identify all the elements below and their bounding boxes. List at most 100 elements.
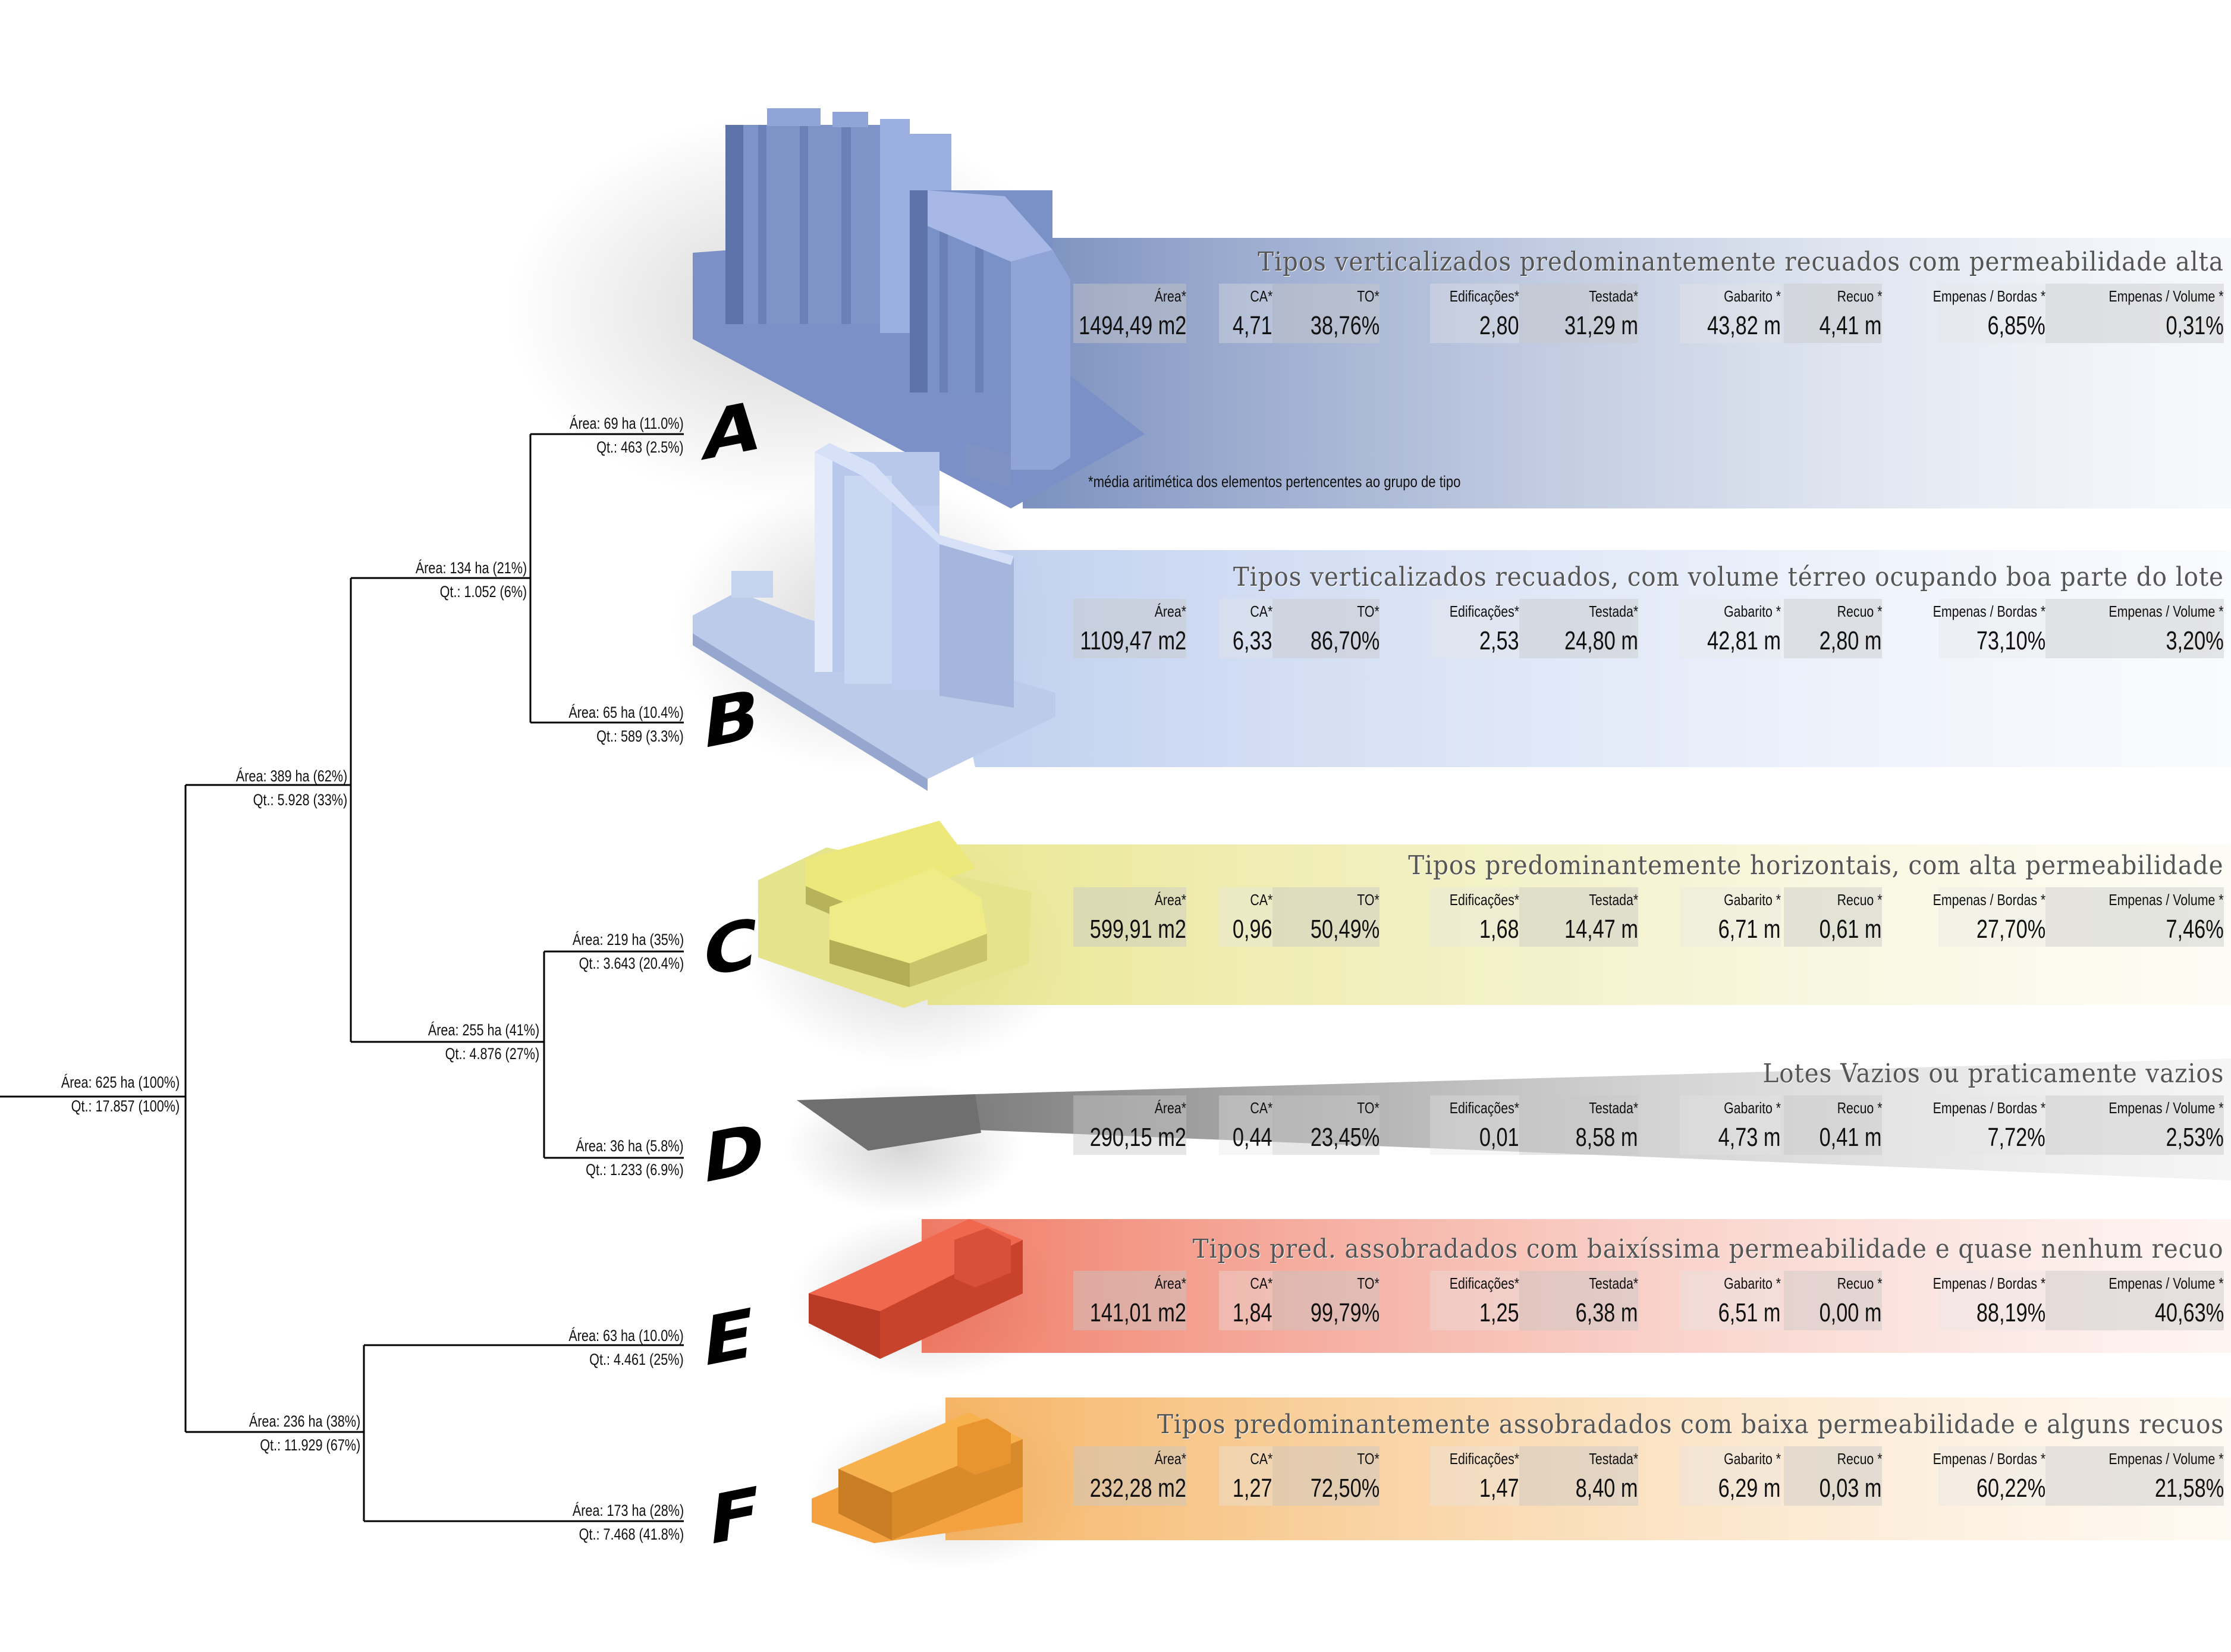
stat-label-f: Edificações* <box>1449 1450 1519 1468</box>
stat-cell-c <box>1938 887 2045 947</box>
type-title-b: Tipos verticalizados recuados, com volum… <box>1233 562 2224 592</box>
stat-cell-f <box>1219 1446 1272 1506</box>
node-c-area: Área: 219 ha (35%) <box>572 931 684 949</box>
stat-value-c: 27,70% <box>1976 915 2045 944</box>
stat-cell-d <box>1219 1095 1272 1155</box>
stat-label-a: Edificações* <box>1449 287 1519 305</box>
stat-cell-a <box>1938 284 2045 343</box>
stat-value-f: 0,03 m <box>1820 1474 1882 1503</box>
stat-cell-a <box>1219 284 1272 343</box>
stat-cell-e <box>2045 1271 2224 1330</box>
stat-value-a: 6,85% <box>1987 311 2045 340</box>
stat-label-b: Gabarito * <box>1723 602 1781 620</box>
stat-cell-b <box>1430 599 1519 658</box>
stat-value-d: 0,41 m <box>1820 1123 1882 1152</box>
stat-cell-e <box>1430 1271 1519 1330</box>
stat-cell-b <box>1219 599 1272 658</box>
stat-value-e: 88,19% <box>1976 1298 2045 1327</box>
node-255-area: Área: 255 ha (41%) <box>428 1021 539 1039</box>
stat-value-d: 290,15 m2 <box>1089 1123 1186 1152</box>
stat-value-e: 141,01 m2 <box>1089 1298 1186 1327</box>
stat-cell-e <box>1680 1271 1781 1330</box>
node-236: Área: 236 ha (38%) Qt.: 11.929 (67%) <box>249 1409 360 1457</box>
node-c: Área: 219 ha (35%) Qt.: 3.643 (20.4%) <box>573 928 684 975</box>
node-134-qt: Qt.: 1.052 (6%) <box>439 583 527 601</box>
stat-value-a: 4,71 <box>1233 311 1272 340</box>
stat-label-f: Empenas / Volume * <box>2109 1450 2224 1468</box>
node-a-area: Área: 69 ha (11.0%) <box>570 414 684 432</box>
stat-cell-b <box>2045 599 2224 658</box>
node-236-area: Área: 236 ha (38%) <box>249 1412 360 1430</box>
stat-value-b: 1109,47 m2 <box>1080 626 1186 655</box>
band-e <box>922 1219 2231 1353</box>
group-letter-c: C <box>699 902 762 994</box>
stat-label-b: Empenas / Bordas * <box>1933 602 2045 620</box>
band-f <box>945 1397 2231 1540</box>
stat-label-e: Recuo * <box>1837 1274 1882 1292</box>
stat-value-b: 2,53 <box>1479 626 1519 655</box>
group-letter-e: E <box>699 1292 759 1383</box>
stat-label-c: Área* <box>1154 891 1186 909</box>
model-a-towers <box>693 108 1145 508</box>
node-d-qt: Qt.: 1.233 (6.9%) <box>586 1161 684 1179</box>
stat-value-a: 4,41 m <box>1820 311 1882 340</box>
stat-cell-e <box>1219 1271 1272 1330</box>
footnote: *média aritimética dos elementos pertenc… <box>1088 473 1461 491</box>
stat-label-c: Recuo * <box>1837 891 1882 909</box>
stat-label-e: Empenas / Volume * <box>2109 1274 2224 1292</box>
stat-value-c: 7,46% <box>2166 915 2224 944</box>
stat-value-b: 24,80 m <box>1564 626 1638 655</box>
stat-cell-d <box>1784 1095 1882 1155</box>
stat-label-d: Recuo * <box>1837 1099 1882 1117</box>
stat-label-e: Área* <box>1154 1274 1186 1292</box>
type-title-e: Tipos pred. assobradados com baixíssima … <box>1193 1234 2224 1264</box>
node-134-area: Área: 134 ha (21%) <box>415 559 527 577</box>
stat-cell-e <box>1519 1271 1638 1330</box>
stat-value-c: 50,49% <box>1310 915 1380 944</box>
stat-cell-a <box>2045 284 2224 343</box>
stat-label-d: Gabarito * <box>1723 1099 1781 1117</box>
model-b-tower <box>693 443 1055 791</box>
stat-value-a: 38,76% <box>1310 311 1380 340</box>
stat-label-c: Empenas / Bordas * <box>1933 891 2045 909</box>
stat-label-e: Edificações* <box>1449 1274 1519 1292</box>
stat-label-e: Empenas / Bordas * <box>1933 1274 2045 1292</box>
stat-cell-d <box>1430 1095 1519 1155</box>
stat-value-d: 2,53% <box>2166 1123 2224 1152</box>
stat-value-f: 72,50% <box>1310 1474 1380 1503</box>
stat-cell-e <box>1272 1271 1380 1330</box>
group-letter-d: D <box>699 1107 769 1199</box>
stat-cell-a <box>1430 284 1519 343</box>
stat-value-c: 14,47 m <box>1564 915 1638 944</box>
stat-cell-b <box>1784 599 1882 658</box>
node-389-qt: Qt.: 5.928 (33%) <box>253 791 347 809</box>
type-title-a: Tipos verticalizados predominantemente r… <box>1258 247 2224 277</box>
node-d: Área: 36 ha (5.8%) Qt.: 1.233 (6.9%) <box>576 1134 684 1182</box>
node-a-qt: Qt.: 463 (2.5%) <box>596 438 684 456</box>
stat-value-a: 43,82 m <box>1707 311 1781 340</box>
stat-label-a: Recuo * <box>1837 287 1882 305</box>
node-b-qt: Qt.: 589 (3.3%) <box>596 727 684 745</box>
stat-cell-c <box>1680 887 1781 947</box>
stat-label-d: Área* <box>1154 1099 1186 1117</box>
stat-value-a: 31,29 m <box>1564 311 1638 340</box>
stat-label-e: Testada* <box>1589 1274 1638 1292</box>
stat-value-e: 0,00 m <box>1820 1298 1882 1327</box>
stat-label-b: Recuo * <box>1837 602 1882 620</box>
stat-label-f: Testada* <box>1589 1450 1638 1468</box>
node-b: Área: 65 ha (10.4%) Qt.: 589 (3.3%) <box>569 701 684 748</box>
stat-value-c: 6,71 m <box>1718 915 1781 944</box>
stat-label-f: Recuo * <box>1837 1450 1882 1468</box>
stat-cell-f <box>1073 1446 1186 1506</box>
group-letter-a: A <box>699 385 765 476</box>
stat-label-a: Gabarito * <box>1723 287 1781 305</box>
node-e: Área: 63 ha (10.0%) Qt.: 4.461 (25%) <box>569 1324 684 1371</box>
stat-label-b: CA* <box>1250 602 1272 620</box>
node-f-qt: Qt.: 7.468 (41.8%) <box>579 1525 684 1543</box>
stat-label-d: Edificações* <box>1449 1099 1519 1117</box>
stat-cell-d <box>1272 1095 1380 1155</box>
stat-label-c: Gabarito * <box>1723 891 1781 909</box>
stat-label-a: Área* <box>1154 287 1186 305</box>
node-255-qt: Qt.: 4.876 (27%) <box>445 1045 539 1063</box>
stat-value-d: 23,45% <box>1310 1123 1380 1152</box>
